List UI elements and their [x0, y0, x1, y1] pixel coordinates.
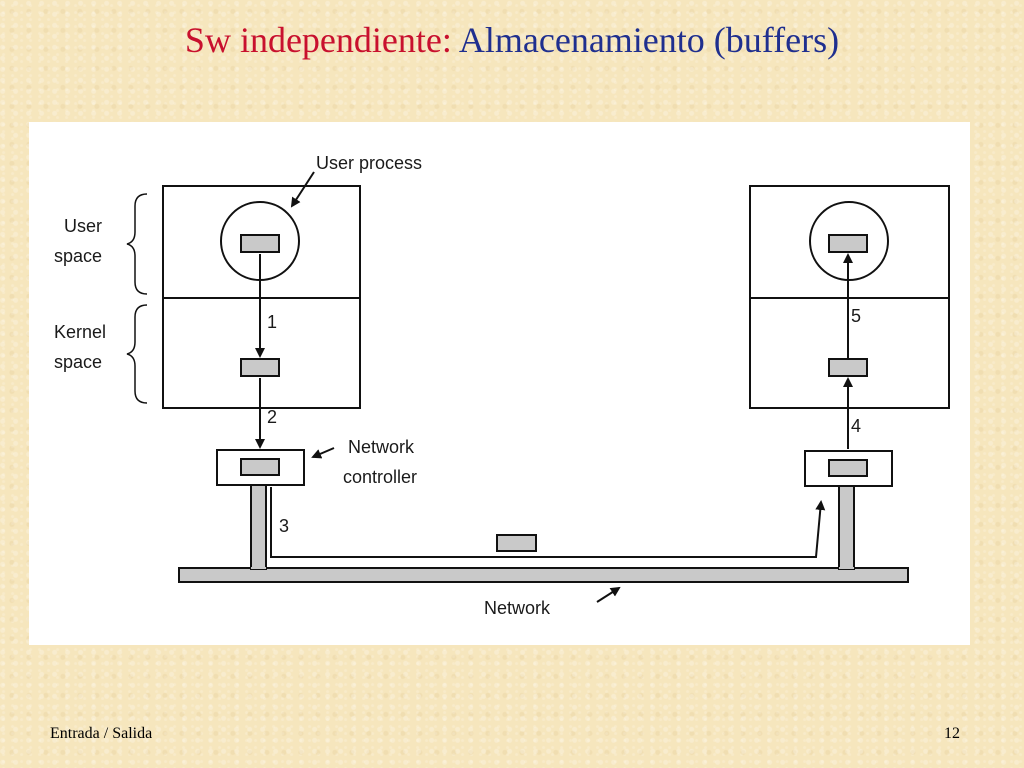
user-buffer	[828, 234, 868, 253]
user-process-label: User process	[316, 153, 423, 173]
diagram-panel: User process User space Kernel space Net…	[29, 122, 970, 645]
network-controller-label-line2: controller	[343, 467, 418, 487]
title-topic: Almacenamiento (buffers)	[458, 20, 840, 60]
controller-pointer	[311, 447, 335, 459]
kernel-buffer	[240, 358, 280, 377]
network-controller-label-line1: Network	[348, 437, 415, 457]
user-buffer	[240, 234, 280, 253]
title-prefix: Sw independiente:	[184, 20, 452, 60]
slide-title: Sw independiente: Almacenamiento (buffer…	[0, 18, 1024, 62]
arrow-step-3	[270, 487, 826, 558]
footer-section-title: Entrada / Salida	[50, 725, 153, 742]
receiver-machine	[749, 185, 950, 409]
kernel-space-brace	[126, 304, 148, 404]
user-space-brace	[126, 193, 148, 295]
user-space-label-line2: space	[54, 246, 103, 266]
network-bus	[178, 484, 909, 583]
step-3-label: 3	[279, 516, 290, 536]
kernel-space-label-line1: Kernel	[54, 322, 107, 342]
step-5-label: 5	[851, 306, 862, 326]
network-label: Network	[484, 598, 551, 618]
user-process-pointer	[290, 171, 315, 208]
kernel-buffer	[828, 358, 868, 377]
sender-network-controller	[216, 449, 305, 486]
step-1-label: 1	[267, 312, 278, 332]
network-pointer	[596, 586, 621, 603]
packet-in-transit	[496, 534, 537, 552]
receiver-network-controller	[804, 450, 893, 487]
step-2-label: 2	[267, 407, 278, 427]
user-space-label-line1: User	[64, 216, 103, 236]
page-number: 12	[944, 725, 960, 742]
sender-machine	[162, 185, 361, 409]
kernel-space-label-line2: space	[54, 352, 103, 372]
buffering-diagram	[126, 171, 950, 603]
step-4-label: 4	[851, 416, 862, 436]
